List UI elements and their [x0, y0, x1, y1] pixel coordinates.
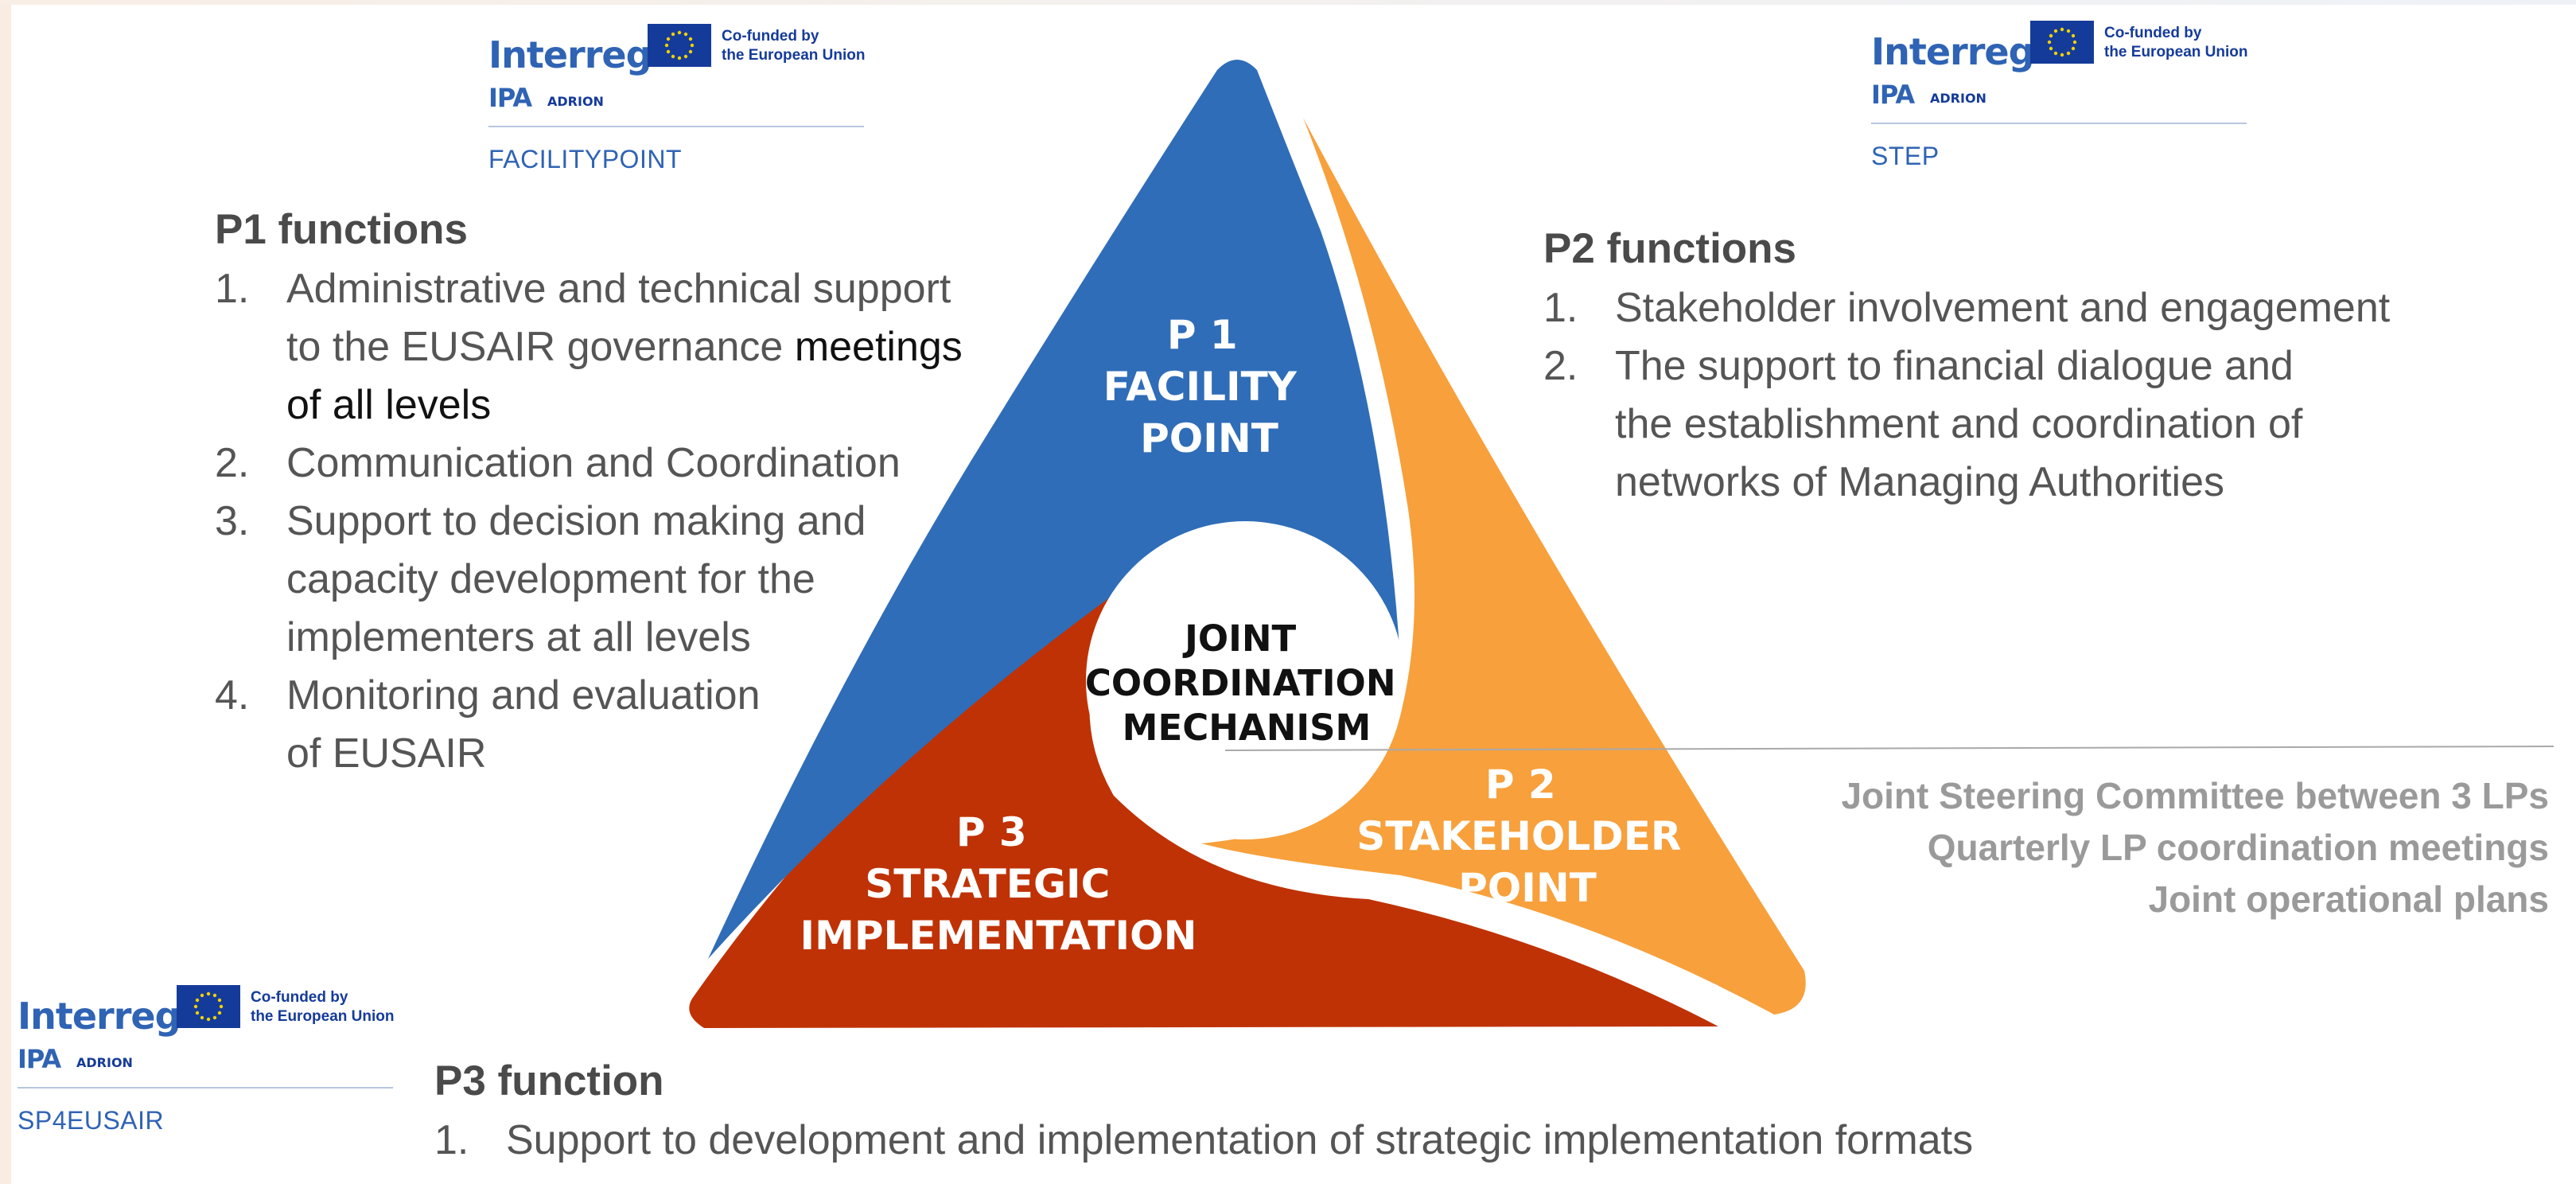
list-item: Joint Steering Committee between 3 LPs	[1841, 775, 2549, 816]
p2-segment	[1201, 118, 1806, 1015]
center-label: JOINT COORDINATION MECHANISM	[1085, 617, 1408, 749]
p3-segment	[689, 579, 1719, 1028]
interreg-wordmark: Interreg	[1871, 30, 2035, 73]
project-name: STEP	[1871, 142, 1940, 170]
p1-list: 1. Administrative and technical support …	[215, 260, 1042, 783]
project-name: SP4EUSAIR	[18, 1106, 165, 1135]
p3-label: P 3 STRATEGIC IMPLEMENTATION	[800, 809, 1197, 959]
ipa-wordmark: IPA	[18, 1044, 61, 1074]
list-item: 3. Support to decision making and capaci…	[215, 498, 866, 660]
coordination-list: Joint Steering Committee between 3 LPs Q…	[1841, 770, 2549, 925]
logo-rule	[18, 1087, 393, 1089]
list-item: Quarterly LP coordination meetings	[1927, 827, 2549, 868]
center-circle	[1086, 521, 1404, 839]
ipa-wordmark: IPA	[1871, 80, 1915, 110]
list-item: 2. Communication and Coordination	[215, 440, 901, 486]
list-item: Joint operational plans	[2148, 878, 2549, 920]
logo-rule	[1871, 123, 2247, 124]
interreg-wordmark: Interreg	[488, 33, 652, 76]
p2-title: P2 functions	[1543, 225, 1797, 272]
logo-rule	[488, 126, 864, 127]
list-item: 1. Support to development and implementa…	[434, 1117, 1974, 1163]
list-item: 4. Monitoring and evaluation of EUSAIR	[215, 672, 761, 777]
left-edge-strip	[0, 0, 11, 1184]
adrion-wordmark: ADRION	[76, 1055, 133, 1070]
ipa-wordmark: IPA	[488, 83, 532, 113]
eu-flag-icon	[2030, 21, 2094, 64]
adrion-wordmark: ADRION	[547, 94, 604, 109]
p1-label: P 1 FACILITY POINT	[1103, 312, 1311, 462]
top-edge-strip	[0, 0, 2576, 5]
interreg-wordmark: Interreg	[18, 995, 181, 1038]
p3-title: P3 function	[434, 1057, 664, 1104]
p1-title: P1 functions	[215, 206, 469, 253]
list-item: 2. The support to financial dialogue and…	[1543, 343, 2303, 505]
adrion-wordmark: ADRION	[1930, 91, 1986, 106]
eu-flag-icon	[177, 985, 240, 1028]
project-name: FACILITYPOINT	[488, 145, 682, 173]
p2-label: P 2 STAKEHOLDER POINT	[1356, 761, 1695, 911]
list-item: 1. Stakeholder involvement and engagemen…	[1543, 285, 2391, 331]
p2-list: 1. Stakeholder involvement and engagemen…	[1543, 279, 2546, 512]
p3-list: 1. Support to development and implementa…	[434, 1112, 2185, 1170]
p1-segment	[708, 60, 1400, 959]
list-item: 1. Administrative and technical support …	[215, 266, 963, 428]
eu-flag-icon	[648, 24, 711, 67]
